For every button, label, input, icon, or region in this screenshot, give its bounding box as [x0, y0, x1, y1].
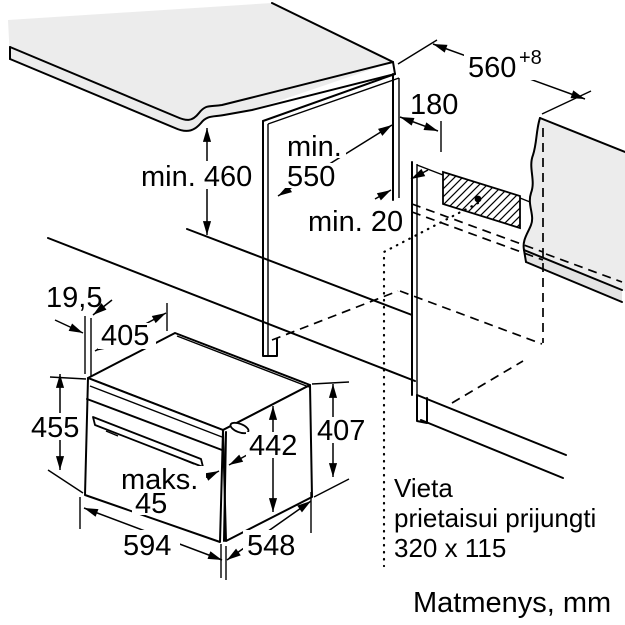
- connection-note: Vieta prietaisui prijungti 320 x 115: [394, 473, 596, 563]
- dim-label-appliance-width: 594: [123, 530, 171, 562]
- dim-label-top-depth: 405: [101, 320, 149, 352]
- connection-note-line2: prietaisui prijungti: [394, 503, 596, 533]
- dim-label-niche-width-tolerance: +8: [519, 47, 542, 69]
- dim-label-niche-depth-word: min.: [287, 131, 342, 163]
- dim-label-niche-height: min. 460: [141, 161, 252, 193]
- dim-label-side-height: 407: [317, 415, 365, 447]
- dim-label-door-protrusion-value: 45: [135, 488, 167, 520]
- dim-label-rear-gap: min. 20: [308, 206, 403, 238]
- dim-label-recess-depth: 180: [410, 89, 458, 121]
- connection-point-dot: [474, 195, 482, 203]
- right-side-panel: [522, 117, 625, 303]
- connection-note-line1: Vieta: [394, 473, 453, 503]
- dim-label-door-protrusion-word: maks.: [121, 464, 198, 496]
- countertop: [8, 2, 396, 132]
- connection-leader-line: [382, 201, 480, 568]
- dim-label-body-height: 442: [249, 430, 297, 462]
- cabinet-niche: [47, 73, 567, 479]
- dim-label-front-frame: 19,5: [46, 282, 102, 314]
- dim-label-appliance-depth: 548: [247, 530, 295, 562]
- connection-area-hatch: [382, 170, 521, 568]
- side-grip-slot: [229, 421, 250, 435]
- oven-drawing: [84, 332, 313, 543]
- connection-note-line3: 320 x 115: [394, 533, 506, 563]
- dim-label-niche-width: 560: [468, 52, 516, 84]
- unit-note: Matmenys, mm: [413, 587, 611, 619]
- dimension-labels: 560 +8 180 min. 460 min. 550 min. 20 19,…: [28, 47, 542, 562]
- hidden-edges: [271, 128, 623, 404]
- dim-label-niche-depth-value: 550: [287, 161, 335, 193]
- dim-label-front-height: 455: [31, 412, 79, 444]
